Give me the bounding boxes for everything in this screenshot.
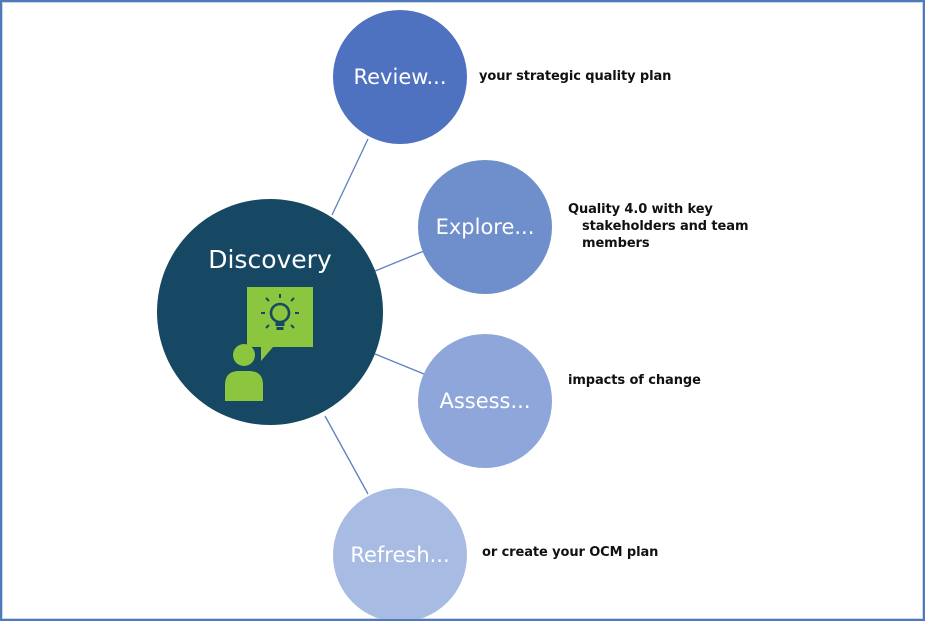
explore-description-line-3: members — [582, 236, 650, 251]
connector-explore — [374, 250, 425, 272]
hub-title: Discovery — [208, 245, 332, 274]
explore-description: Quality 4.0 with key stakeholders and te… — [568, 201, 768, 252]
explore-description-line-1: Quality 4.0 with key — [568, 202, 713, 217]
refresh-node-label: Refresh... — [350, 543, 450, 567]
review-node-label: Review... — [353, 65, 447, 89]
connector-review — [331, 138, 369, 216]
explore-description-line-2: stakeholders and team — [582, 219, 749, 234]
refresh-description: or create your OCM plan — [482, 545, 659, 560]
discovery-hub-circle: Discovery — [157, 199, 383, 425]
explore-node-label: Explore... — [435, 215, 535, 239]
explore-node-circle: Explore... — [418, 160, 552, 294]
assess-description: impacts of change — [568, 373, 701, 388]
assess-node-label: Assess... — [439, 389, 531, 413]
refresh-node-circle: Refresh... — [333, 488, 467, 619]
assess-node-circle: Assess... — [418, 334, 552, 468]
person-lightbulb-idea-icon — [225, 287, 313, 401]
review-node-circle: Review... — [333, 10, 467, 144]
review-description: your strategic quality plan — [479, 69, 672, 84]
connector-refresh — [324, 415, 369, 495]
connector-assess — [374, 353, 425, 375]
